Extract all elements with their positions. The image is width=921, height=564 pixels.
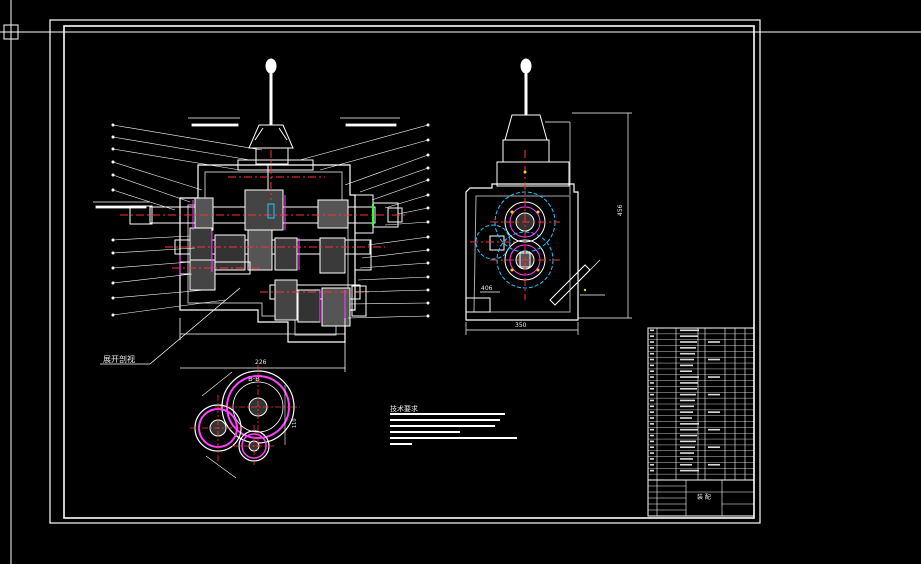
parts-row-number-stub	[650, 452, 654, 454]
parts-row-name-stub	[680, 329, 699, 332]
parts-row-name-stub	[680, 469, 699, 472]
side-dim-height-label: 456	[617, 204, 624, 216]
parts-row-number-stub	[650, 399, 654, 402]
parts-row-name-stub	[680, 393, 696, 396]
parts-row-number-stub	[650, 440, 654, 443]
parts-row-material-stub	[708, 463, 720, 466]
parts-row-number-stub	[650, 405, 654, 408]
parts-list-table	[647, 327, 755, 517]
front-section-view	[129, 58, 403, 343]
parts-row-name-stub	[680, 352, 695, 355]
section-b-b-label: B-B	[248, 375, 260, 383]
parts-row-material-stub	[708, 341, 720, 343]
parts-list-rows	[648, 329, 754, 475]
parts-row-material-stub	[708, 393, 720, 396]
parts-row-name-stub	[680, 428, 698, 431]
parts-row-material-stub	[708, 411, 720, 413]
parts-row-name-stub	[680, 387, 697, 390]
parts-row-name-stub	[680, 335, 698, 337]
gear-centerlines	[190, 365, 300, 465]
side-yellow-marks	[510, 170, 587, 292]
parts-row-number-stub	[650, 434, 654, 437]
section-callout-label: 展开剖视	[103, 354, 135, 364]
parts-row-material-stub	[708, 376, 720, 378]
parts-row-name-stub	[680, 423, 699, 425]
tech-requirements-lines	[390, 413, 517, 445]
tech-requirements-title: 技术要求	[390, 404, 418, 413]
title-block-name: 装 配	[697, 493, 711, 501]
side-dim-base-label: 350	[515, 322, 527, 329]
parts-row-name-stub	[680, 411, 693, 413]
parts-row-number-stub	[650, 423, 654, 425]
parts-row-name-stub	[680, 347, 696, 349]
parts-row-number-stub	[650, 341, 654, 343]
sheet-border	[49, 19, 761, 524]
parts-row-material-stub	[708, 428, 720, 431]
front-cyan-detail	[267, 203, 275, 219]
parts-row-number-stub	[650, 463, 654, 466]
parts-row-name-stub	[680, 434, 697, 437]
front-dimensions	[93, 117, 400, 372]
parts-row-number-stub	[650, 417, 654, 419]
side-dimensions	[465, 112, 632, 335]
right-leader-lines	[299, 123, 430, 319]
parts-row-name-stub	[680, 376, 699, 378]
parts-row-name-stub	[680, 341, 697, 343]
parts-row-name-stub	[680, 399, 695, 402]
parts-row-name-stub	[680, 458, 693, 460]
parts-row-number-stub	[650, 347, 654, 349]
parts-row-number-stub	[650, 411, 654, 413]
front-centerlines	[120, 150, 408, 293]
parts-row-number-stub	[650, 376, 654, 378]
parts-row-number-stub	[650, 370, 654, 373]
parts-row-name-stub	[680, 382, 698, 384]
parts-row-name-stub	[680, 463, 692, 466]
side-centerlines	[470, 150, 560, 300]
gear-section-view	[194, 370, 295, 462]
parts-row-number-stub	[650, 335, 654, 337]
parts-row-number-stub	[650, 329, 654, 332]
parts-row-material-stub	[708, 446, 720, 449]
parts-row-number-stub	[650, 364, 654, 367]
gear-dimensions	[201, 371, 286, 479]
gear-dim-vertical-label: 110	[292, 418, 298, 428]
parts-row-name-stub	[680, 440, 696, 443]
parts-row-name-stub	[680, 370, 692, 373]
parts-row-name-stub	[680, 405, 694, 408]
parts-row-name-stub	[680, 417, 692, 419]
parts-row-number-stub	[650, 352, 654, 355]
parts-row-name-stub	[680, 364, 693, 367]
left-leader-lines	[111, 123, 263, 317]
parts-row-number-stub	[650, 358, 654, 361]
parts-row-number-stub	[650, 382, 654, 384]
parts-row-name-stub	[680, 446, 695, 449]
parts-row-material-stub	[708, 358, 720, 361]
parts-row-number-stub	[650, 446, 654, 449]
parts-row-number-stub	[650, 428, 654, 431]
front-dim-bottom-label: 226	[255, 359, 267, 366]
parts-row-number-stub	[650, 393, 654, 396]
parts-row-number-stub	[650, 458, 654, 460]
side-view	[465, 58, 591, 321]
parts-row-name-stub	[680, 452, 694, 454]
parts-row-name-stub	[680, 358, 694, 361]
parts-row-number-stub	[650, 469, 654, 472]
side-dim-width-label: 406	[481, 285, 493, 292]
parts-row-number-stub	[650, 387, 654, 390]
